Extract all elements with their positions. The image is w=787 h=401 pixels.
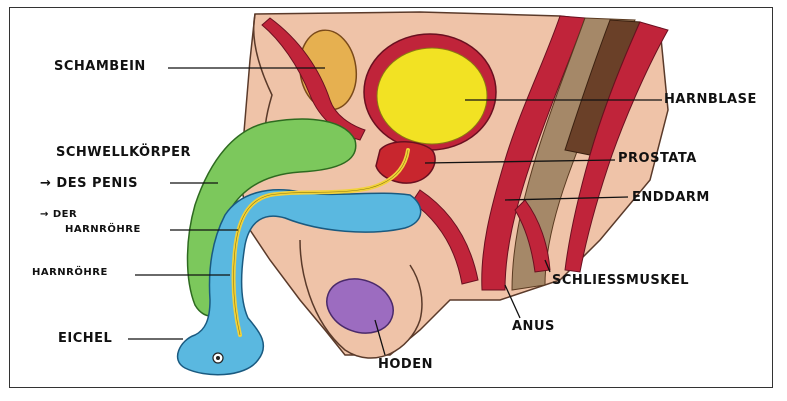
label-eichel: EICHEL [58, 332, 112, 345]
label-der: → DER [40, 210, 77, 220]
label-harnroehre-sub: HARNRÖHRE [65, 225, 141, 235]
label-schliessmuskel: SCHLIESSMUSKEL [552, 274, 689, 287]
label-schambein: SCHAMBEIN [54, 60, 146, 73]
bladder [377, 48, 487, 144]
label-schwellkoerper: SCHWELLKÖRPER [56, 146, 191, 159]
label-harnroehre: HARNRÖHRE [32, 268, 108, 278]
label-enddarm: ENDDARM [632, 191, 710, 204]
label-anus: ANUS [512, 320, 555, 333]
label-des-penis: → DES PENIS [40, 177, 138, 190]
label-prostata: PROSTATA [618, 152, 697, 165]
label-hoden: HODEN [378, 358, 433, 371]
label-harnblase: HARNBLASE [664, 93, 757, 106]
